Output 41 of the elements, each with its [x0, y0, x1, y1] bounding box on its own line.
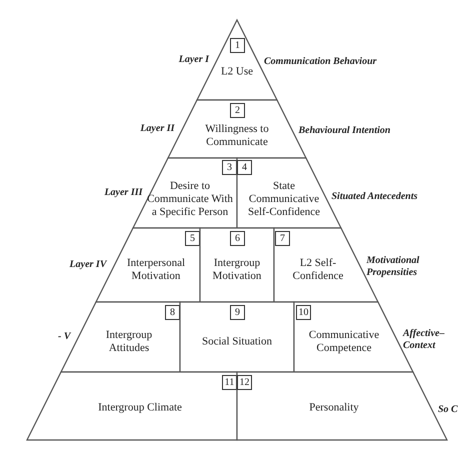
- layer-label: Layer III: [104, 187, 142, 199]
- number-box: 2: [230, 103, 245, 118]
- segment-label: State Communicative Self-Confidence: [246, 180, 322, 220]
- layer-label: Behavioural Intention: [298, 125, 390, 137]
- number-box: 3: [222, 160, 237, 175]
- layer-label: Layer II: [140, 123, 174, 135]
- number-box: 5: [185, 231, 200, 246]
- segment-label: Interpersonal Motivation: [126, 256, 186, 284]
- number-box: 6: [230, 231, 245, 246]
- number-box: 10: [296, 305, 311, 320]
- segment-label: Intergroup Climate: [97, 401, 183, 415]
- pyramid-segment: [27, 372, 237, 440]
- pyramid-segment: [200, 228, 274, 302]
- layer-label: Situated Antecedents: [332, 191, 418, 203]
- segment-label: Intergroup Attitudes: [104, 328, 154, 356]
- number-box: 1: [230, 38, 245, 53]
- segment-label: Communicative Competence: [308, 328, 380, 356]
- number-box: 7: [275, 231, 290, 246]
- segment-label: Willingness to Communicate: [204, 122, 270, 150]
- segment-label: Desire to Communicate With a Specific Person: [146, 180, 234, 220]
- pyramid-segment: [180, 302, 294, 372]
- layer-label: Layer IV: [70, 259, 106, 271]
- number-box: 4: [237, 160, 252, 175]
- segment-label: L2 Use: [220, 65, 254, 79]
- segment-label: Intergroup Motivation: [212, 256, 262, 284]
- layer-label: Communication Behaviour: [264, 56, 377, 68]
- layer-label: Layer I: [178, 54, 209, 66]
- number-box: 11: [222, 375, 237, 390]
- number-box: 8: [165, 305, 180, 320]
- segment-label: L2 Self-Confidence: [292, 256, 344, 284]
- number-box: 12: [237, 375, 252, 390]
- pyramid-segment: [61, 302, 180, 372]
- layer-label: - V: [58, 331, 70, 343]
- layer-label: Affective– Context: [403, 328, 446, 352]
- layer-label: So C: [438, 404, 458, 416]
- segment-label: Personality: [308, 401, 360, 415]
- segment-label: Social Situation: [201, 335, 273, 349]
- number-box: 9: [230, 305, 245, 320]
- layer-label: Motivational Propensities: [366, 255, 420, 279]
- pyramid-segment: [96, 228, 200, 302]
- pyramid-segment: [237, 372, 447, 440]
